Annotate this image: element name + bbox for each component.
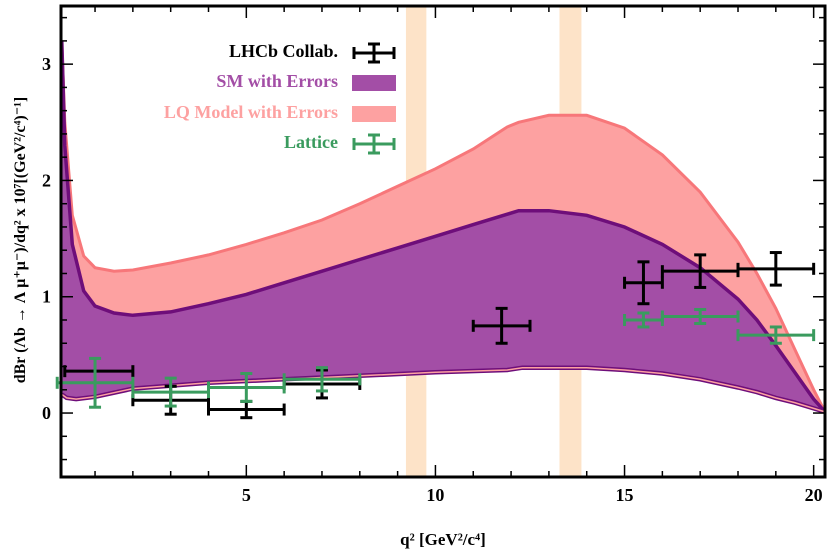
x-axis-label: q² [GeV²/c⁴] [400, 530, 486, 549]
legend-mark-sm [352, 75, 396, 91]
y-axis-label: dBr (Λb → Λ μ⁺μ⁻)/dq² x 10⁷[(GeV²/c⁴)⁻¹] [12, 96, 29, 384]
y-tick-label: 3 [42, 54, 51, 74]
y-tick-label: 1 [42, 287, 51, 307]
lhcb-point-6 [623, 260, 664, 306]
lower-edge-inner [61, 366, 826, 413]
y-tick-label: 2 [42, 170, 51, 190]
plot-frame [59, 4, 827, 479]
x-tick-label: 20 [805, 485, 823, 505]
lq-upper-edge [60, 40, 827, 413]
legend-mark-lattice [352, 133, 396, 155]
lhcb-point-3 [207, 399, 286, 420]
lhcb-point-8 [736, 251, 816, 287]
legend-label-sm: SM with Errors [216, 71, 338, 91]
lattice-point-5 [623, 311, 664, 329]
x-tick-label: 5 [242, 485, 251, 505]
lattice-point-2 [131, 376, 211, 408]
sm-upper-edge [60, 40, 827, 414]
x-tick-label: 10 [426, 485, 444, 505]
y-tick-label: 0 [42, 403, 51, 423]
lhcb-point-5 [471, 306, 532, 345]
lattice-point-7 [736, 325, 816, 345]
lattice-points [55, 308, 816, 409]
lattice-point-6 [660, 308, 740, 325]
legend-label-lq: LQ Model with Errors [163, 102, 338, 122]
lattice-point-1 [55, 356, 135, 409]
lattice-point-4 [282, 366, 362, 393]
legend-label-lhcb: LHCb Collab. [228, 41, 338, 61]
x-tick-label: 15 [616, 485, 634, 505]
legend-label-lattice: Lattice [284, 132, 338, 152]
legend-marks [352, 42, 396, 155]
legend-mark-lhcb [352, 42, 396, 64]
legend-mark-lq [352, 106, 396, 122]
